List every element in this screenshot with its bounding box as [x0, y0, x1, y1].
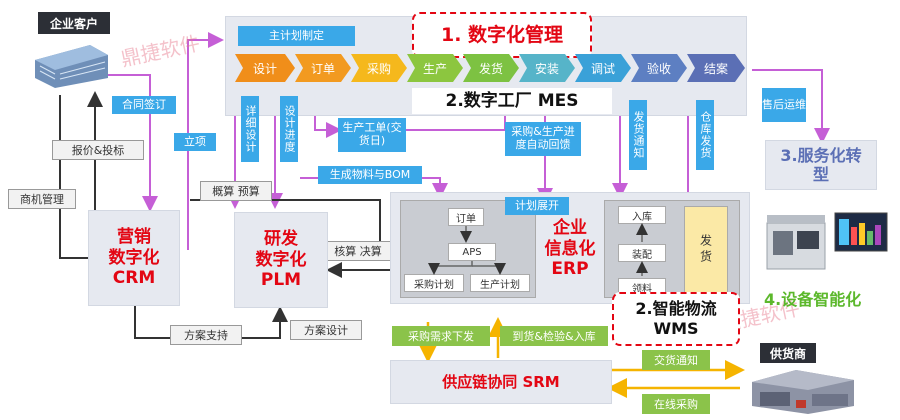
title-digital-management: 1. 数字化管理 — [412, 12, 592, 58]
supplier-label: 供货商 — [760, 343, 816, 363]
stage-production: 生产 — [407, 54, 463, 82]
tag-scheme-design: 方案设计 — [290, 320, 362, 340]
tag-ship-notice: 发货通知 — [629, 100, 647, 170]
stage-acceptance: 验收 — [631, 54, 687, 82]
tag-scheme-support: 方案支持 — [170, 325, 242, 345]
srm-box: 供应链协同 SRM — [390, 360, 612, 404]
flow-crm-plan — [187, 32, 224, 250]
title-device: 4.设备智能化 — [764, 290, 862, 309]
tag-online-purchase: 在线采购 — [642, 394, 710, 414]
erp-aps: APS — [448, 243, 496, 261]
warehouse-icon — [748, 364, 858, 416]
tag-project: 立项 — [174, 133, 216, 151]
tag-design-progress: 设计进度 — [280, 96, 298, 162]
tag-quote: 报价&投标 — [52, 140, 144, 160]
title-wms: 2.智能物流 WMS — [612, 292, 740, 346]
flow-customer-crm — [100, 74, 158, 212]
tag-arrival: 到货&检验&入库 — [500, 326, 608, 346]
tag-work-order: 生产工单(交货日) — [338, 118, 406, 152]
stage-install: 安装 — [519, 54, 575, 82]
wms-ship: 发货 — [684, 206, 728, 294]
wms-inbound: 入库 — [618, 206, 666, 224]
stage-design: 设计 — [235, 54, 295, 82]
tag-detail-design: 详细设计 — [241, 96, 259, 162]
tag-budget: 概算 预算 — [200, 181, 272, 201]
flow-after-sale — [752, 69, 830, 144]
tag-purchase-feedback: 采购&生产进度自动回馈 — [505, 122, 581, 156]
stage-shipping: 发货 — [463, 54, 519, 82]
tag-accounting: 核算 决算 — [322, 241, 394, 261]
stage-close: 结案 — [687, 54, 745, 82]
crm-box: 营销 数字化 CRM — [88, 210, 180, 306]
erp-order: 订单 — [448, 208, 484, 226]
tag-opportunity: 商机管理 — [8, 189, 76, 209]
plm-box: 研发 数字化 PLM — [234, 212, 328, 308]
building-icon — [30, 40, 110, 88]
tag-ship-notice2: 交货通知 — [642, 350, 710, 370]
tag-warehouse-ship: 仓库发货 — [696, 100, 714, 170]
title-mes: 2.数字工厂 MES — [412, 88, 612, 114]
stage-debug: 调试 — [575, 54, 631, 82]
tag-plan-expand: 计划展开 — [505, 197, 569, 215]
enterprise-customer-label: 企业客户 — [38, 12, 110, 34]
stage-order: 订单 — [295, 54, 351, 82]
service-transformation-box: 3.服务化转型 — [765, 140, 877, 190]
process-pipeline: 设计 订单 采购 生产 发货 安装 调试 验收 结案 — [235, 54, 745, 82]
erp-label: 企业 信息化 ERP — [544, 218, 596, 280]
tag-purchase-issue: 采购需求下发 — [392, 326, 490, 346]
tag-after-sale: 售后运维 — [762, 88, 806, 122]
machine-image — [765, 205, 890, 277]
stage-purchase: 采购 — [351, 54, 407, 82]
tag-bom: 生成物料与BOM — [318, 166, 422, 184]
tag-contract: 合同签订 — [112, 96, 176, 114]
tag-plan: 主计划制定 — [238, 26, 355, 46]
